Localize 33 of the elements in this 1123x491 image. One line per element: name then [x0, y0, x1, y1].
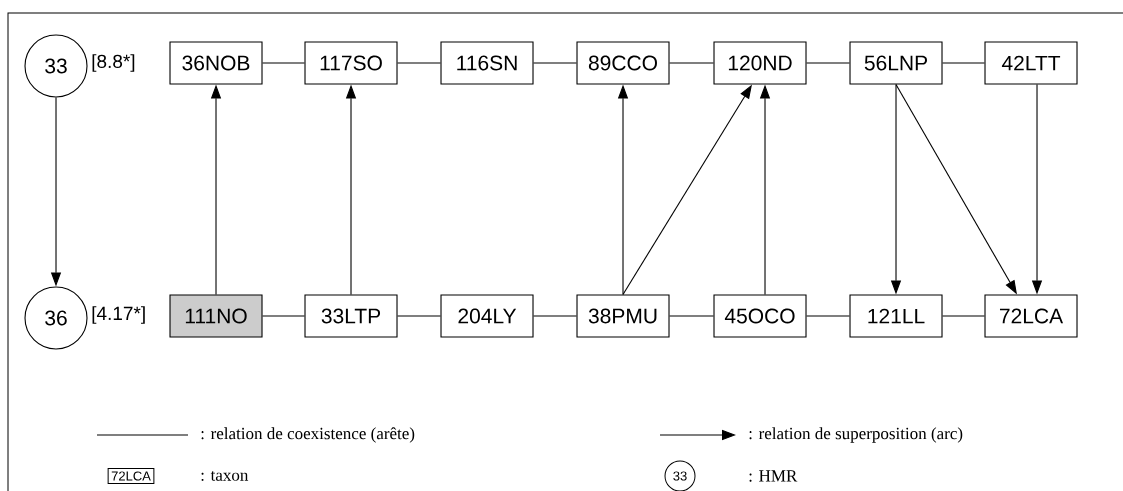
- connector-line: [806, 62, 850, 64]
- taxon-box: 72LCA: [984, 294, 1078, 338]
- legend-taxon-box: 72LCA: [107, 467, 155, 485]
- legend-text: : relation de coexistence (arête): [201, 427, 415, 443]
- taxon-box: 45OCO: [713, 294, 807, 338]
- connector-line: [942, 315, 985, 317]
- taxon-box: 117SO: [304, 41, 398, 85]
- taxon-box: 33LTP: [304, 294, 398, 338]
- connector-line: [806, 315, 850, 317]
- taxon-box: 36NOB: [169, 41, 263, 85]
- connector-line: [942, 62, 985, 64]
- connector-line: [262, 62, 305, 64]
- taxon-box: 38PMU: [576, 294, 670, 338]
- taxon-box: 120ND: [713, 41, 807, 85]
- legend-text: : HMR: [749, 470, 798, 482]
- connector-line: [669, 62, 714, 64]
- taxon-box: 42LTT: [984, 41, 1078, 85]
- taxon-box: 116SN: [440, 41, 534, 85]
- legend-text: : relation de superposition (arc): [749, 427, 963, 443]
- score-label: [4.17*]: [92, 306, 145, 324]
- connector-line: [397, 315, 441, 317]
- connector-line: [669, 315, 714, 317]
- taxon-box: 121LL: [849, 294, 943, 338]
- connector-line: [533, 62, 577, 64]
- taxon-box: 56LNP: [849, 41, 943, 85]
- connector-line: [262, 315, 305, 317]
- connector-line: [533, 315, 577, 317]
- taxon-box: 89CCO: [576, 41, 670, 85]
- taxon-box: 111NO: [169, 294, 263, 338]
- score-label: [8.8*]: [92, 54, 135, 72]
- legend-text: : taxon: [201, 471, 249, 481]
- connector-line: [397, 62, 441, 64]
- taxon-box: 204LY: [440, 294, 534, 338]
